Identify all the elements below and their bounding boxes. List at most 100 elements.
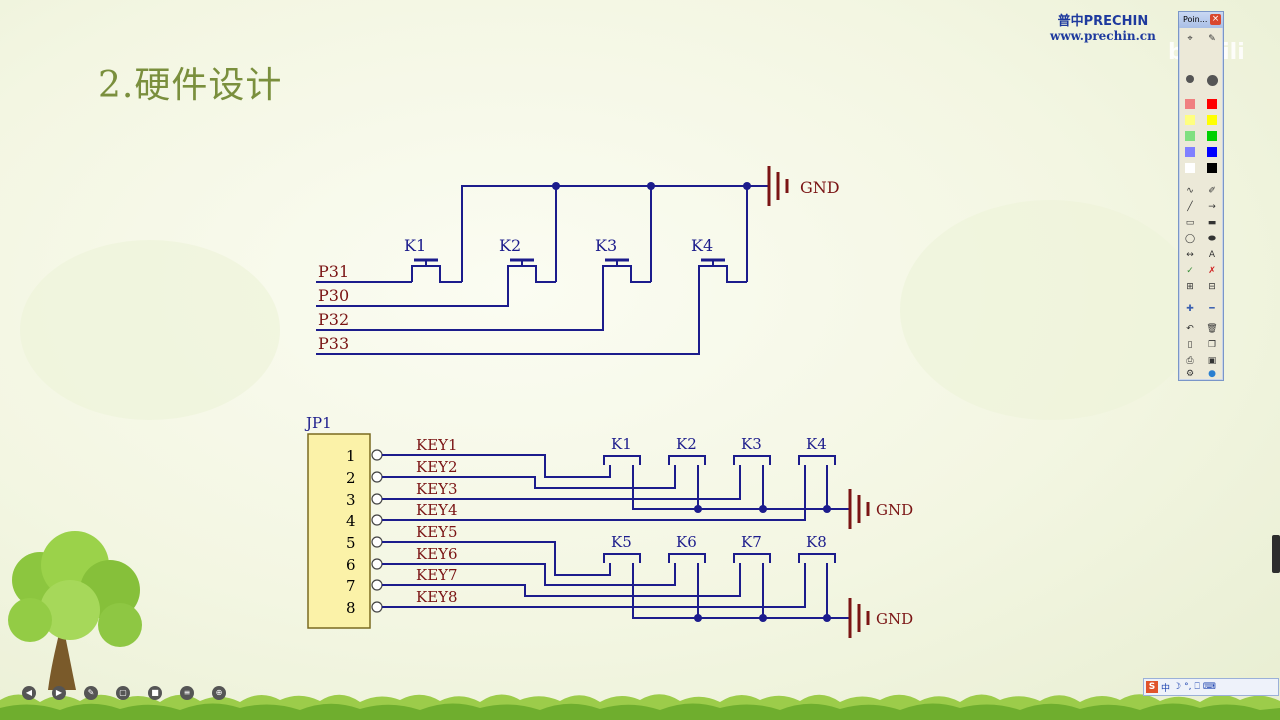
- color-swatch[interactable]: [1184, 99, 1196, 111]
- ime-chinese-mode[interactable]: 中: [1161, 683, 1171, 694]
- ime-voice-icon[interactable]: ⎕: [1194, 682, 1200, 692]
- switch-label-k4: K4: [691, 236, 713, 255]
- cross-icon[interactable]: ✗: [1208, 266, 1216, 276]
- play-icon[interactable]: ▶: [52, 686, 66, 700]
- toolbox-row: ⎙ ▣: [1179, 354, 1223, 368]
- delete-icon[interactable]: 🗑: [1206, 324, 1218, 334]
- color-swatch[interactable]: [1184, 115, 1196, 127]
- gnd-label: GND: [800, 178, 840, 197]
- schematic-2-wires: [382, 454, 850, 619]
- pin-number: 2: [346, 469, 356, 487]
- net-label-key8: KEY8: [416, 588, 458, 606]
- pin-number: 3: [346, 491, 356, 509]
- pin-number: 1: [346, 447, 356, 465]
- net-label-key4: KEY4: [416, 501, 458, 519]
- slide-title: 2.硬件设计: [98, 65, 283, 106]
- previous-slide-icon[interactable]: ◀: [22, 686, 36, 700]
- zoom-out-icon[interactable]: ⊟: [1208, 282, 1216, 292]
- arrow-icon[interactable]: →: [1208, 202, 1216, 212]
- pen-tool-icon[interactable]: ✎: [84, 686, 98, 700]
- large-dot-icon[interactable]: [1206, 75, 1218, 87]
- k4-contacts: [698, 265, 747, 283]
- net-label-key2: KEY2: [416, 458, 458, 476]
- screenshot-icon[interactable]: ▢: [116, 686, 130, 700]
- junction-dot: [743, 182, 751, 190]
- junction-dot: [647, 182, 655, 190]
- net-label-key7: KEY7: [416, 566, 458, 584]
- toolbox-row: ⚙ ●: [1179, 367, 1223, 381]
- schematic-1-junctions: [552, 182, 751, 190]
- highlighter-icon[interactable]: ✐: [1208, 186, 1216, 196]
- switch-label-k1: K1: [404, 236, 426, 255]
- copy-icon[interactable]: ❐: [1207, 340, 1217, 350]
- color-row: [1179, 114, 1223, 128]
- line-icon[interactable]: ╱: [1187, 202, 1193, 212]
- settings-icon[interactable]: ⚙: [1185, 369, 1195, 379]
- zoom-in-icon[interactable]: ⊞: [1186, 282, 1194, 292]
- toolbox-row: ↶ 🗑: [1179, 322, 1223, 336]
- pen-icon[interactable]: ✎: [1208, 34, 1216, 44]
- pin-label-p32: P32: [318, 310, 349, 329]
- side-scroll-handle[interactable]: [1272, 535, 1280, 573]
- new-page-icon[interactable]: ▯: [1187, 340, 1193, 350]
- schematic-2-gnd-symbols: [848, 489, 870, 638]
- filled-ellipse-icon[interactable]: ⬬: [1208, 234, 1216, 244]
- minus-icon[interactable]: ━: [1209, 304, 1215, 314]
- color-swatch[interactable]: [1206, 131, 1218, 143]
- logo-brand-text: 普中PRECHIN: [1057, 14, 1149, 29]
- color-swatch[interactable]: [1184, 147, 1196, 159]
- pin-number: 6: [346, 556, 356, 574]
- ime-half-width-icon[interactable]: ☽: [1173, 682, 1182, 692]
- pin-label-p30: P30: [318, 286, 349, 305]
- switch-label-k7: K7: [741, 533, 762, 551]
- help-icon[interactable]: ●: [1208, 369, 1216, 379]
- save-icon[interactable]: ▣: [1207, 356, 1217, 366]
- ime-punctuation-icon[interactable]: °,: [1184, 682, 1192, 692]
- ellipse-icon[interactable]: ◯: [1184, 234, 1196, 244]
- plus-icon[interactable]: ✚: [1186, 304, 1194, 314]
- pointer-icon[interactable]: ⌖: [1187, 34, 1193, 44]
- color-row: [1179, 98, 1223, 112]
- toolbox-row: ▯ ❐: [1179, 338, 1223, 352]
- color-swatch[interactable]: [1184, 131, 1196, 143]
- net-label-key6: KEY6: [416, 545, 458, 563]
- annotation-toolbox[interactable]: Poin... × ⌖ ✎ ∿ ✐ ╱ → ▭ ▬ ◯ ⬬: [1178, 11, 1224, 381]
- color-swatch[interactable]: [1206, 147, 1218, 159]
- double-arrow-icon[interactable]: ↔: [1186, 250, 1194, 260]
- color-row: [1179, 146, 1223, 160]
- k3-contacts: [602, 265, 651, 283]
- rectangle-icon[interactable]: ▭: [1185, 218, 1195, 228]
- small-dot-icon[interactable]: [1184, 75, 1196, 87]
- ime-toolbar[interactable]: S 中 ☽ °, ⎕ ⌨: [1143, 678, 1279, 696]
- color-swatch[interactable]: [1206, 99, 1218, 111]
- freehand-icon[interactable]: ∿: [1186, 186, 1194, 196]
- k1-contacts: [411, 265, 462, 283]
- pin-label-p31: P31: [318, 262, 349, 281]
- close-icon[interactable]: ×: [1210, 14, 1221, 25]
- toolbox-row: [1179, 74, 1223, 88]
- ime-keyboard-icon[interactable]: ⌨: [1202, 682, 1216, 692]
- camera-icon[interactable]: ■: [148, 686, 162, 700]
- pin-number: 7: [346, 577, 356, 595]
- print-icon[interactable]: ⎙: [1186, 356, 1194, 366]
- toolbox-row: ⊞ ⊟: [1179, 280, 1223, 294]
- switch-label-k2: K2: [676, 435, 697, 453]
- color-swatch[interactable]: [1184, 163, 1196, 175]
- color-swatch[interactable]: [1206, 163, 1218, 175]
- brand-logo: 普中PRECHIN www.prechin.cn: [1050, 10, 1156, 43]
- background-blob: [20, 240, 280, 420]
- switch-label-k8: K8: [806, 533, 827, 551]
- color-swatch[interactable]: [1206, 115, 1218, 127]
- toolbox-titlebar[interactable]: Poin... ×: [1179, 12, 1223, 28]
- gnd-bus: [461, 185, 769, 282]
- undo-icon[interactable]: ↶: [1186, 324, 1194, 334]
- check-icon[interactable]: ✓: [1186, 266, 1194, 276]
- text-icon[interactable]: A: [1208, 250, 1216, 260]
- filled-rectangle-icon[interactable]: ▬: [1207, 218, 1217, 228]
- switch-label-k3: K3: [741, 435, 762, 453]
- schematic-2-junctions: [694, 505, 831, 622]
- menu-icon[interactable]: ≡: [180, 686, 194, 700]
- ime-logo-icon[interactable]: S: [1146, 681, 1158, 693]
- options-icon[interactable]: ⊕: [212, 686, 226, 700]
